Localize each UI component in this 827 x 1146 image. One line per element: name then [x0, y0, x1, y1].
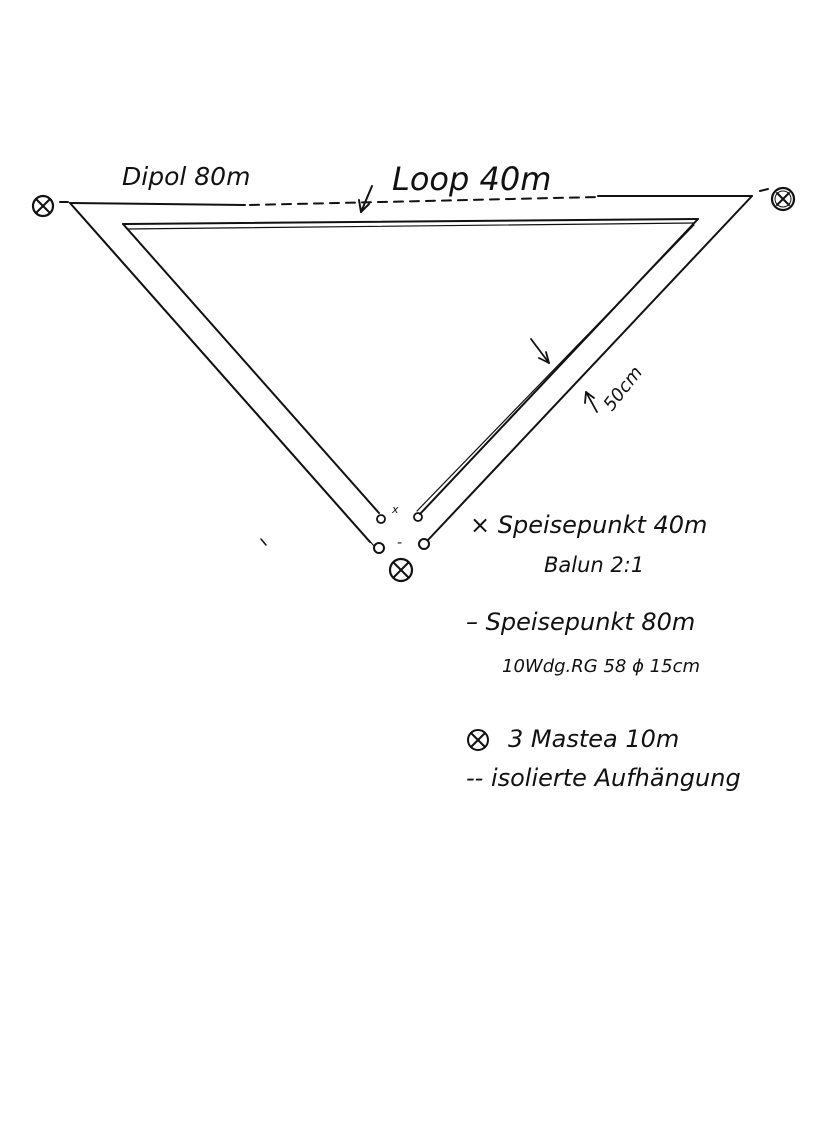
loop-40m-wire — [122, 218, 699, 515]
spacing-arrow-outer-icon — [584, 391, 598, 413]
loop-label: Loop 40m — [392, 160, 551, 198]
stray-mark — [260, 538, 267, 546]
feedpoint-40m-marker: x — [391, 503, 399, 516]
dipole-label: Dipol 80m — [122, 162, 250, 191]
dipole-80m-wire — [69, 195, 753, 547]
legend: × Speisepunkt 40m Balun 2:1 – Speisepunk… — [466, 511, 741, 792]
mast-cross-circle-icon — [770, 186, 796, 212]
feedpoint-80m-terminals — [373, 538, 430, 554]
feedpoint-80m-marker: - — [397, 535, 402, 551]
feedpoint-40m-terminals — [376, 512, 423, 524]
legend-choke: 10Wdg.RG 58 ϕ 15cm — [502, 656, 700, 677]
loop-pointer-arrow-icon — [358, 185, 373, 213]
mast-cross-circle-icon — [388, 557, 414, 583]
mast-cross-circle-icon — [31, 194, 55, 218]
legend-feedpoint-80m: – Speisepunkt 80m — [466, 608, 695, 636]
spacing-arrow-inner-icon — [530, 338, 550, 364]
insulated-suspension-line — [249, 196, 599, 206]
insulator-dash-icon — [759, 188, 769, 192]
spacing-label: 50cm — [599, 362, 647, 415]
legend-insulated-suspension: -- isolierte Aufhängung — [466, 764, 741, 792]
legend-mast-cross-circle-icon — [467, 729, 489, 751]
legend-feedpoint-40m: × Speisepunkt 40m — [470, 511, 707, 539]
legend-masts: 3 Mastea 10m — [508, 725, 679, 753]
legend-balun: Balun 2:1 — [544, 553, 644, 577]
